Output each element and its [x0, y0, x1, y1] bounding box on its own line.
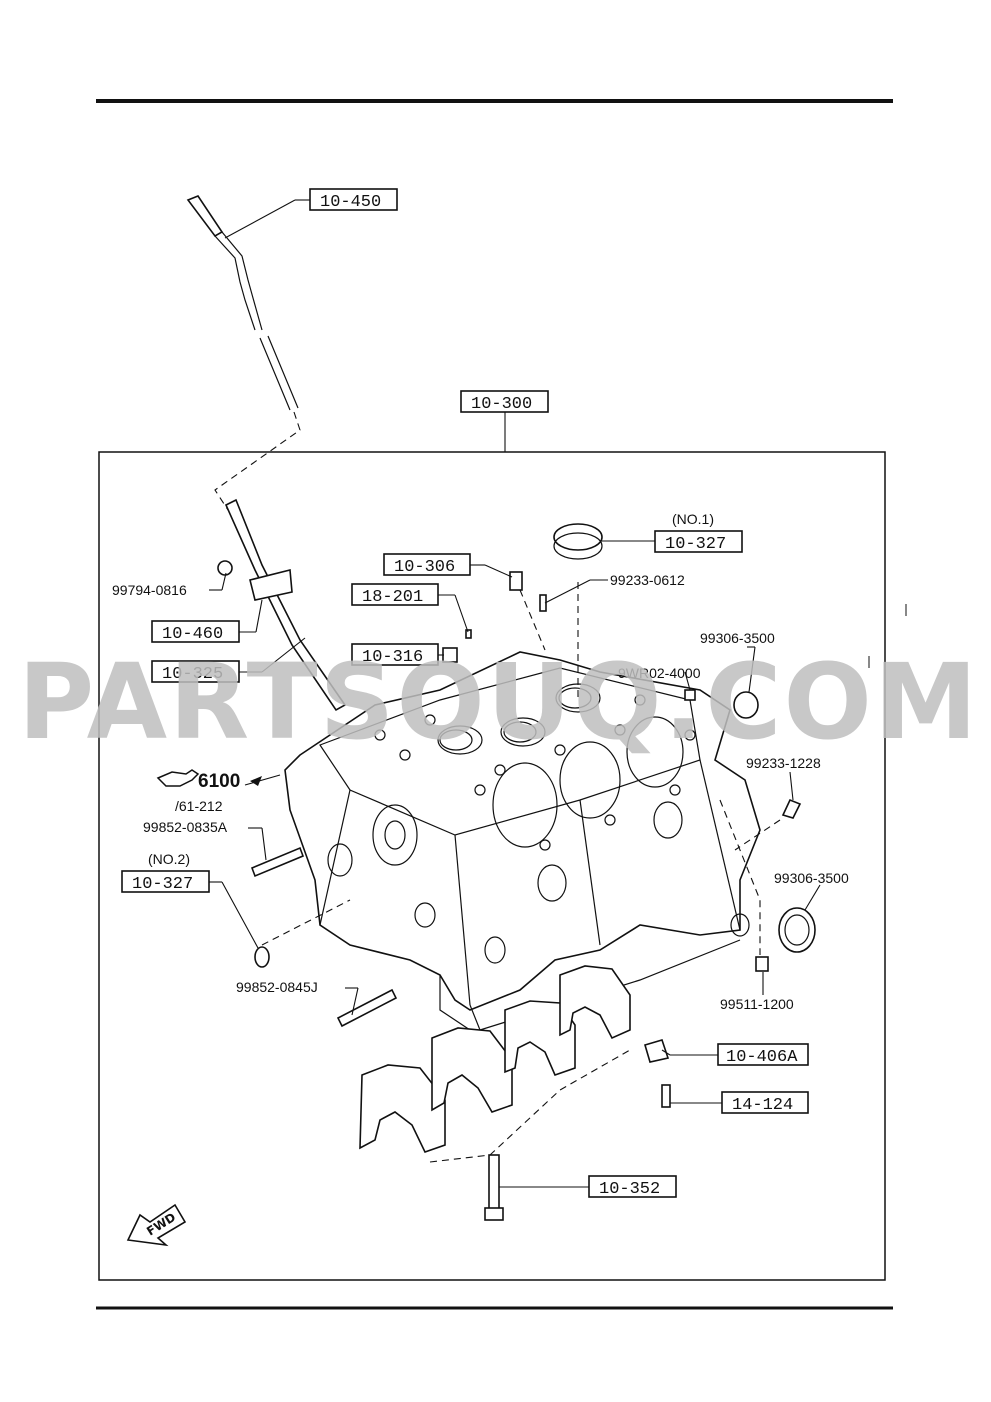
- hand-pointer-icon: [156, 769, 200, 787]
- assembly-frame: [98, 451, 886, 1281]
- part-ref-18-201[interactable]: 18-201: [362, 588, 423, 607]
- stud-0845j: [336, 988, 398, 1028]
- reference-sub: /61-212: [175, 798, 223, 814]
- watermark: PARTSOUQ.COM: [18, 641, 979, 763]
- main-bearing-bolt: [484, 1154, 504, 1221]
- part-ref-99852-0845j[interactable]: 99852-0845J: [236, 979, 318, 995]
- seal-no1-illustration: [553, 523, 603, 560]
- engine-block-illustration: [284, 651, 761, 1031]
- part-ref-10-327-no1[interactable]: 10-327: [665, 535, 726, 554]
- plug-illustration: [733, 691, 759, 719]
- part-ref-99233-0612[interactable]: 99233-0612: [610, 572, 685, 588]
- note-no2: (NO.2): [148, 851, 190, 867]
- part-ref-10-406a[interactable]: 10-406A: [726, 1048, 798, 1067]
- part-ref-10-327-no2[interactable]: 10-327: [132, 875, 193, 894]
- oil-level-gauge: [186, 195, 301, 511]
- seal-no2-illustration: [254, 946, 270, 968]
- part-ref-10-306[interactable]: 10-306: [394, 558, 455, 577]
- part-ref-14-124[interactable]: 14-124: [732, 1096, 793, 1115]
- reference-number: 6100: [198, 771, 240, 792]
- rear-seal-illustration: [778, 907, 816, 953]
- part-ref-10-460[interactable]: 10-460: [162, 625, 223, 644]
- part-ref-10-316[interactable]: 10-316: [362, 648, 423, 667]
- part-ref-10-300[interactable]: 10-300: [471, 395, 532, 414]
- part-ref-10-450[interactable]: 10-450: [320, 193, 381, 212]
- main-bearing-caps: [359, 965, 631, 1163]
- part-ref-99233-1228[interactable]: 99233-1228: [746, 755, 821, 771]
- part-ref-99852-0835a[interactable]: 99852-0835A: [143, 819, 228, 835]
- part-ref-99306-3500-a[interactable]: 99306-3500: [700, 630, 775, 646]
- plain-part-labels: 99794-0816 99233-0612 99306-3500 9WR02-4…: [112, 572, 849, 1012]
- note-no1: (NO.1): [672, 511, 714, 527]
- reference-callout[interactable]: 6100 /61-212: [156, 769, 262, 814]
- boxed-part-labels: 10-450 10-300 10-327 10-306 18-201 10-31…: [121, 188, 809, 1199]
- part-ref-99794-0816[interactable]: 99794-0816: [112, 582, 187, 598]
- part-ref-10-352[interactable]: 10-352: [599, 1180, 660, 1199]
- stud-0835a: [250, 846, 305, 878]
- leader-lines: [209, 199, 821, 1188]
- part-ref-99511-1200[interactable]: 99511-1200: [720, 996, 794, 1012]
- part-ref-99306-3500-b[interactable]: 99306-3500: [774, 870, 849, 886]
- oil-gauge-tube: [224, 498, 347, 712]
- part-ref-10-325[interactable]: 10-325: [162, 665, 223, 684]
- part-ref-9wr02-4000[interactable]: 9WR02-4000: [618, 665, 701, 681]
- notes: (NO.1) (NO.2): [148, 511, 714, 867]
- fwd-arrow-icon: FWD: [126, 1203, 187, 1247]
